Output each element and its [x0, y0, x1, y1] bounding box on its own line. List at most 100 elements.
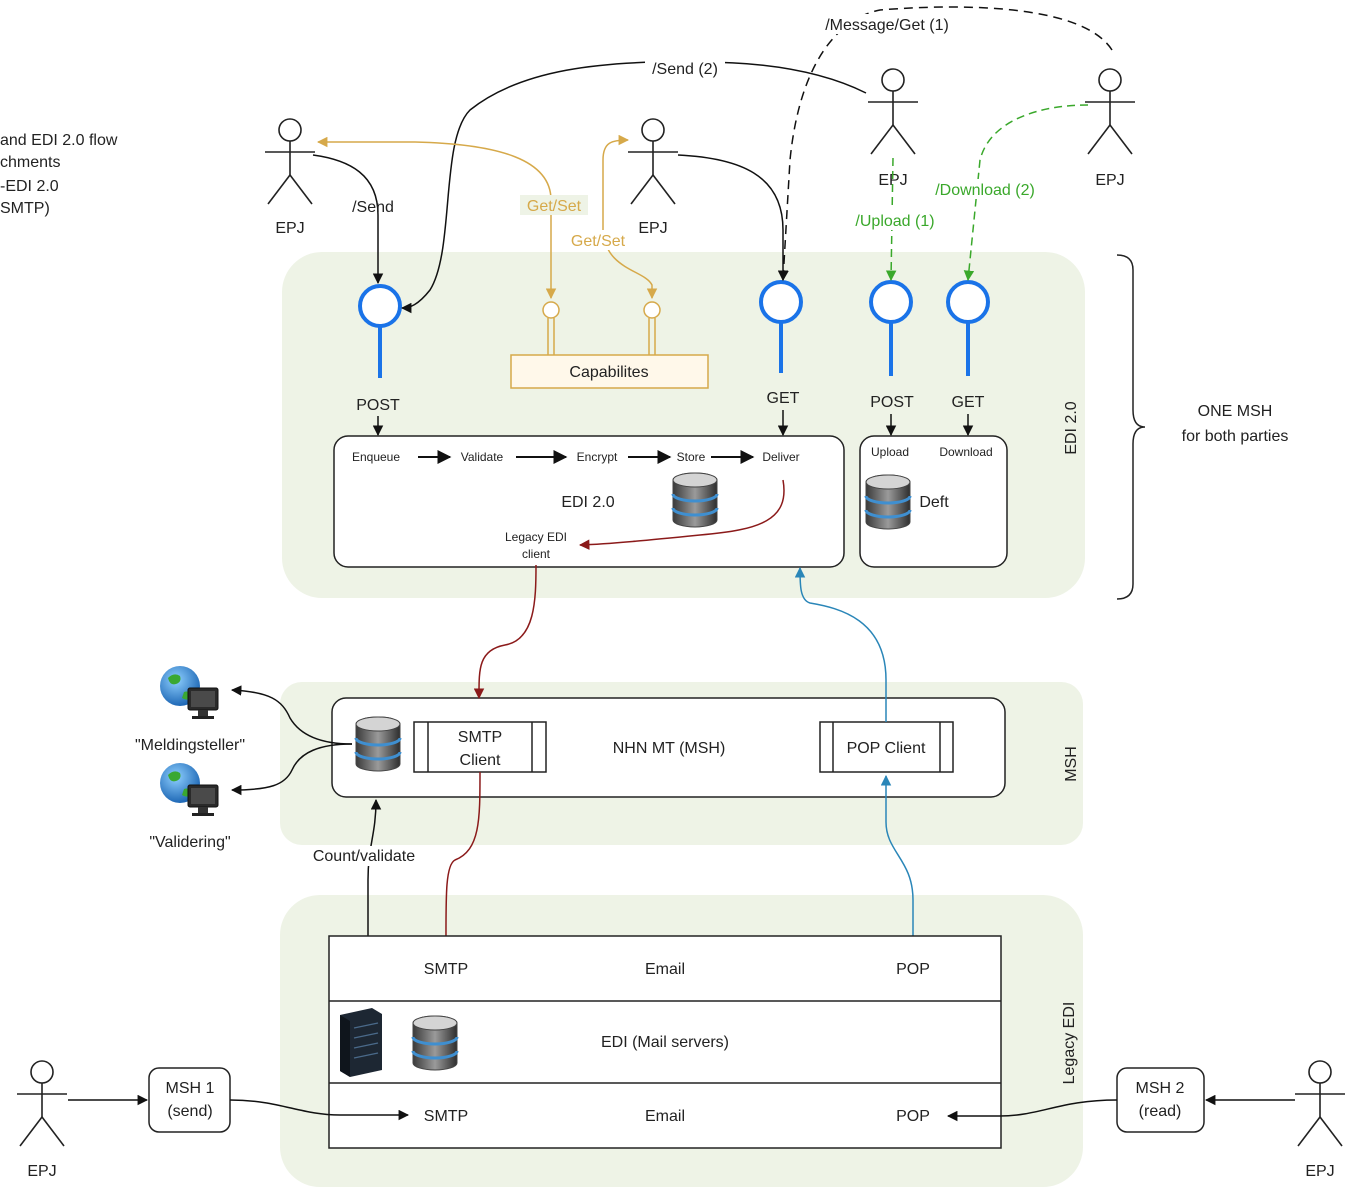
bottom-pop-label: POP — [896, 1108, 930, 1125]
server-icon — [340, 1008, 382, 1077]
get-set-1-label-bg — [520, 195, 588, 215]
brace-label-line2: for both parties — [1182, 428, 1289, 445]
actor-bottom-left — [16, 1060, 68, 1147]
actor-top-left — [264, 118, 316, 205]
post-label: POST — [356, 397, 400, 414]
validering-computer-icon — [159, 762, 219, 817]
brace-label-line1: ONE MSH — [1198, 403, 1273, 420]
legacy-to-smtp-client-arrow — [473, 564, 537, 700]
send2-label: /Send (2) — [652, 61, 718, 78]
validering-label: "Validering" — [149, 834, 230, 851]
get-set-2-label-bg — [564, 230, 632, 250]
msh-region-label: MSH — [1063, 746, 1080, 782]
note-line-1: and EDI 2.0 flow — [0, 132, 118, 149]
smtp-client-to-smtp-arrow — [440, 771, 481, 952]
deft-title: Deft — [919, 494, 949, 511]
msh1-line1: MSH 1 — [166, 1080, 215, 1097]
top-smtp-label: SMTP — [424, 961, 468, 978]
edi2-box-title: EDI 2.0 — [561, 494, 614, 511]
actor-top-middle — [627, 118, 679, 205]
endpoint-group — [358, 280, 990, 378]
count-validate-label-bg — [305, 846, 423, 866]
download-arrow — [963, 104, 1089, 282]
msh1-to-smtp-arrow — [229, 1099, 410, 1121]
msh2-box — [1116, 1067, 1205, 1133]
smtp-client-line1: SMTP — [458, 729, 502, 746]
mail-database-icon — [411, 1014, 459, 1072]
deft-download-label: Download — [939, 445, 992, 459]
capabilities-box — [510, 354, 709, 389]
pipeline-validate: Validate — [461, 450, 504, 464]
pop-client-box — [819, 721, 954, 773]
get-set-1-label: Get/Set — [527, 198, 582, 215]
actor-top-left-label: EPJ — [275, 220, 304, 237]
epj-to-get-arrow — [677, 154, 789, 282]
actor-top-middle-label: EPJ — [638, 220, 667, 237]
msh1-line2: (send) — [167, 1103, 212, 1120]
pipeline-store: Store — [677, 450, 706, 464]
actor-bottom-right-label: EPJ — [1305, 1163, 1334, 1180]
endpoint-get-deliver — [759, 280, 803, 324]
pop-client-label: POP Client — [847, 740, 926, 757]
pop-to-pop-client-arrow — [880, 774, 914, 937]
message-get-arrow — [778, 6, 1113, 282]
capabilities-label: Capabilites — [569, 364, 648, 381]
bottom-email-label: Email — [645, 1108, 685, 1125]
note-line-3: -EDI 2.0 — [0, 178, 59, 195]
pipeline-enqueue: Enqueue — [352, 450, 400, 464]
legacy-region-label: Legacy EDI — [1061, 1002, 1078, 1085]
upload-arrow — [885, 157, 897, 282]
download-label: /Download (2) — [935, 182, 1035, 199]
legacy-client-line2: client — [522, 547, 551, 561]
msh2-line1: MSH 2 — [1136, 1080, 1185, 1097]
pop-client-to-deliver-arrow — [794, 566, 887, 722]
edi2-box — [333, 435, 845, 568]
edi2-region-label: EDI 2.0 — [1063, 401, 1080, 454]
endpoint-get-download — [946, 280, 990, 324]
msh-database-icon — [354, 715, 402, 773]
validering-arrow — [230, 743, 353, 796]
endpoint-arrows — [372, 410, 974, 437]
top-pop-label: POP — [896, 961, 930, 978]
get-set-2-label: Get/Set — [571, 233, 626, 250]
meldingsteller-label: "Meldingsteller" — [135, 737, 245, 754]
count-validate-arrow — [367, 798, 382, 937]
send2-label-bg — [645, 58, 725, 78]
message-get-label-bg — [815, 14, 960, 34]
legacy-client-line1: Legacy EDI — [505, 530, 567, 544]
mail-servers-label: EDI (Mail servers) — [601, 1034, 729, 1051]
cropped-note: and EDI 2.0 flow chments -EDI 2.0 SMTP) — [0, 132, 118, 217]
message-get-label: /Message/Get (1) — [825, 17, 949, 34]
actor-top-right-a-label: EPJ — [878, 172, 907, 189]
actor-top-right-b-label: EPJ — [1095, 172, 1124, 189]
msh-title: NHN MT (MSH) — [613, 740, 726, 757]
send-label: /Send — [352, 199, 394, 216]
msh2-to-pop-arrow — [946, 1099, 1118, 1122]
actor-bottom-left-label: EPJ — [27, 1163, 56, 1180]
deft-upload-label: Upload — [871, 445, 909, 459]
actor-top-right-a — [867, 68, 919, 155]
pipeline-deliver: Deliver — [762, 450, 799, 464]
meldingsteller-computer-icon — [159, 665, 219, 720]
get2-label: GET — [952, 394, 985, 411]
get-label: GET — [767, 390, 800, 407]
note-line-4: SMTP) — [0, 200, 50, 217]
download-label-bg — [925, 179, 1045, 199]
msh1-box — [148, 1067, 231, 1133]
upload-label-bg — [846, 210, 944, 230]
msh2-line2: (read) — [1139, 1103, 1182, 1120]
deft-box — [859, 435, 1008, 568]
deliver-to-legacy-arrow — [578, 479, 785, 550]
smtp-client-box — [413, 721, 547, 773]
endpoint-post-upload — [869, 280, 913, 324]
post2-label: POST — [870, 394, 914, 411]
deft-database-icon — [864, 473, 912, 531]
upload-label: /Upload (1) — [855, 213, 934, 230]
note-line-2: chments — [0, 154, 60, 171]
bottom-smtp-label: SMTP — [424, 1108, 468, 1125]
meldingsteller-arrow — [230, 685, 353, 745]
right-brace — [1116, 254, 1146, 600]
pipeline-encrypt: Encrypt — [577, 450, 618, 464]
